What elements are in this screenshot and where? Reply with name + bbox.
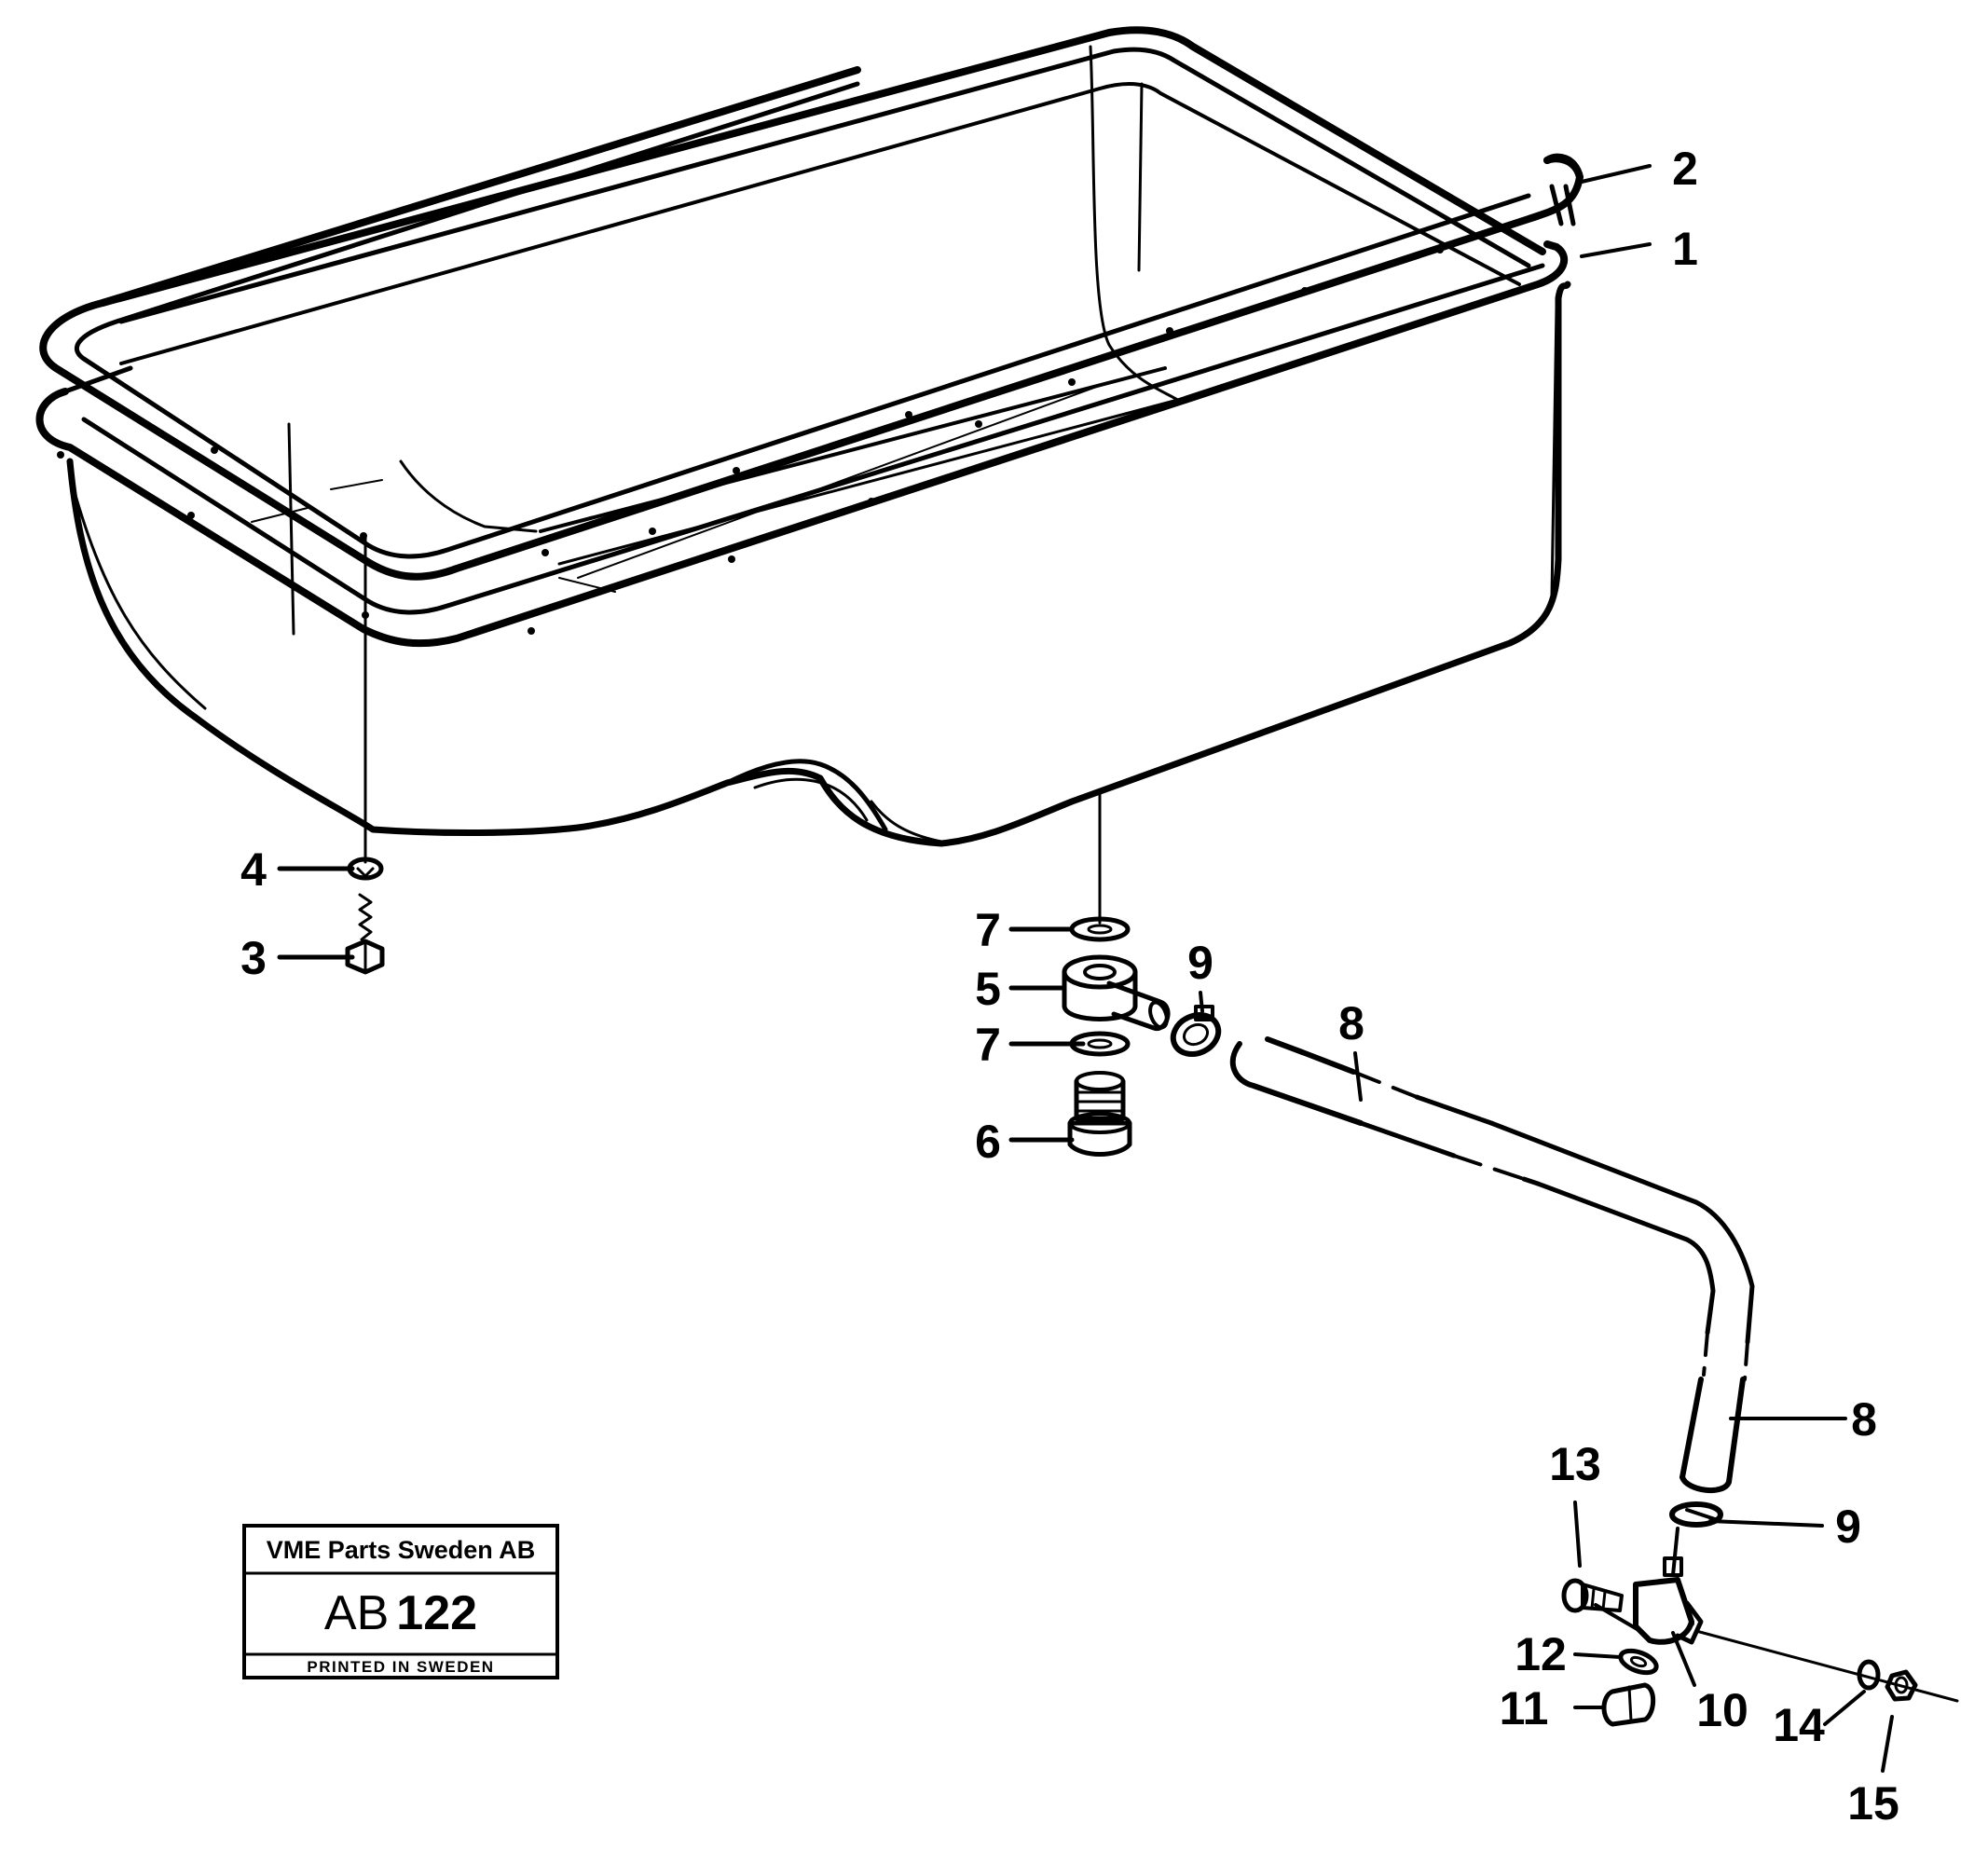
callout-6: 6 xyxy=(975,1116,1001,1168)
part-8-oil-hose xyxy=(1229,1036,1755,1494)
callout-14: 14 xyxy=(1773,1699,1825,1751)
part-3-bolt xyxy=(345,893,385,975)
callout-3: 3 xyxy=(240,932,267,984)
callout-15: 15 xyxy=(1847,1777,1899,1830)
oil-pan xyxy=(35,26,1584,847)
callout-7-lower: 7 xyxy=(975,1019,1001,1071)
flange-bolt-holes xyxy=(57,246,1444,635)
callout-5: 5 xyxy=(975,963,1001,1015)
part-10-drain-cock xyxy=(1594,1527,1704,1645)
stamp-code-number: 122 xyxy=(396,1586,477,1640)
stamp-code-prefix: AB xyxy=(324,1586,389,1640)
callout-9-upper: 9 xyxy=(1187,937,1213,989)
callout-8-lower: 8 xyxy=(1851,1393,1877,1446)
part-12-washer xyxy=(1618,1648,1659,1676)
callout-7-upper: 7 xyxy=(975,904,1001,956)
part-11-plug xyxy=(1601,1682,1656,1727)
part-6-hollow-bolt xyxy=(1067,1071,1132,1157)
part-7-upper-washer xyxy=(1069,916,1131,942)
callout-4: 4 xyxy=(240,843,267,896)
part-5-banjo-union xyxy=(1062,954,1171,1031)
callout-2: 2 xyxy=(1672,143,1698,195)
part-9-lower-hose-clamp xyxy=(1669,1501,1723,1528)
callout-12: 12 xyxy=(1515,1628,1567,1680)
callout-9-lower: 9 xyxy=(1835,1501,1861,1553)
callout-1: 1 xyxy=(1672,223,1698,275)
stamp-printed-in: PRINTED IN SWEDEN xyxy=(307,1658,494,1676)
part-4-washer xyxy=(347,857,384,881)
callout-11: 11 xyxy=(1500,1682,1549,1734)
part-7-lower-washer xyxy=(1069,1031,1131,1057)
callout-10: 10 xyxy=(1696,1684,1748,1736)
callout-labels: 1 2 3 4 5 6 7 7 8 8 9 9 10 11 12 13 14 1… xyxy=(240,143,1899,1830)
callout-8-upper: 8 xyxy=(1338,997,1364,1049)
leader-lines xyxy=(277,164,1959,1773)
callout-13: 13 xyxy=(1549,1438,1601,1490)
part-9-upper-hose-clamp xyxy=(1170,1005,1222,1057)
part-13-screw xyxy=(1561,1578,1624,1613)
part-15-nut xyxy=(1885,1669,1918,1702)
stamp-company-name: VME Parts Sweden AB xyxy=(267,1536,536,1564)
part-14-washer xyxy=(1857,1659,1881,1691)
